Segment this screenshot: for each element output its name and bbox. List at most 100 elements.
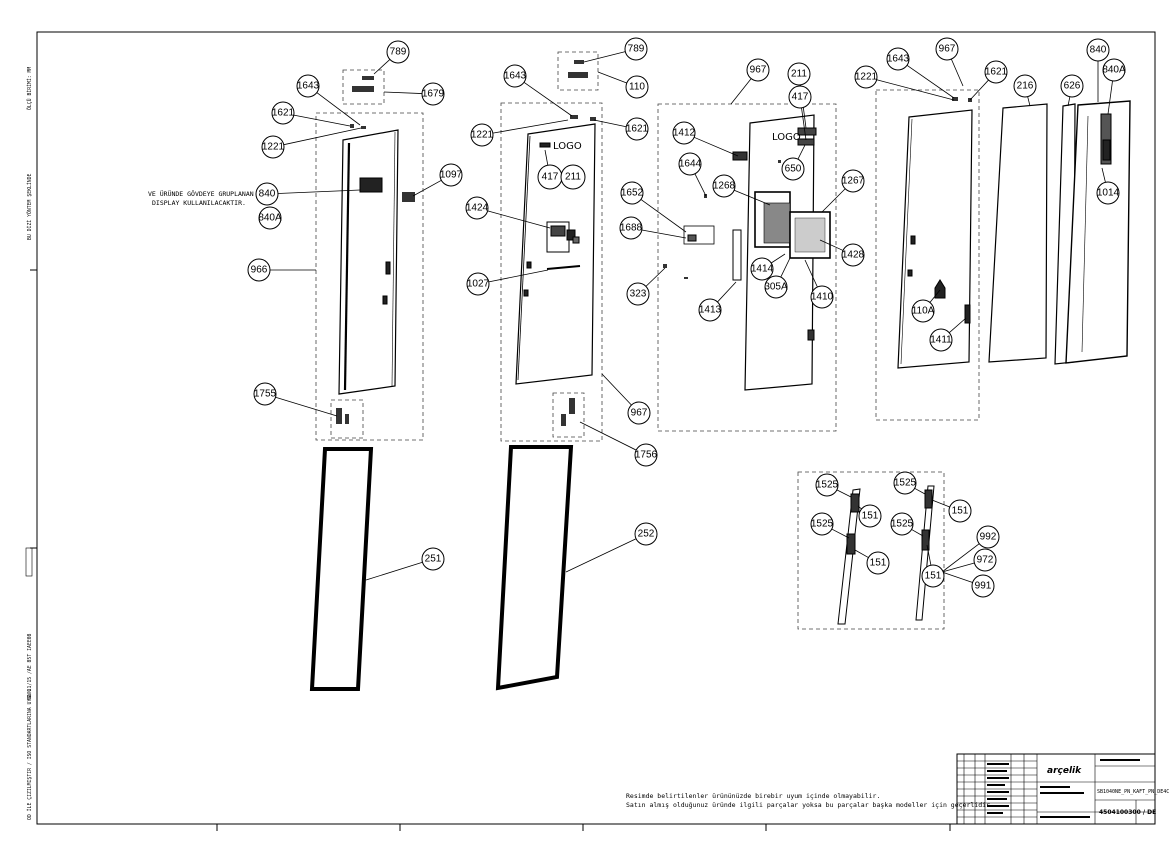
leader-line [601,373,632,406]
side-label: OD İLE ÇIZILMIŞTIR / ISO STANDARTLARINA … [26,690,33,820]
callout-circle [634,522,658,546]
callout-circle [788,85,812,109]
callout-circle [712,174,736,198]
callout-circle [503,64,527,88]
callout-circle [255,182,279,206]
callout-991: 991 [971,574,995,598]
callout-label: 1414 [751,264,774,275]
leader-line [583,51,626,63]
leader-line [914,487,926,495]
callout-323: 323 [626,282,650,306]
door-panel-dispenser [683,114,831,391]
logo-label: LOGO [772,132,801,143]
callout-label: 323 [630,289,647,300]
brand-logo: arçelik [1047,766,1082,776]
callout-1221: 1221 [261,135,285,159]
leader-line [293,114,351,127]
callout-label: 992 [980,532,997,543]
leader-line [487,210,551,229]
small-parts-d [952,97,972,102]
callout-circle [625,117,649,141]
callout-216: 216 [1013,74,1037,98]
callout-972: 972 [973,548,997,572]
callout-circle [815,473,839,497]
callout-circle [810,285,834,309]
callout-label: 840A [258,213,282,224]
display-note: DISPLAY KULLANILACAKTIR. [152,199,246,207]
callout-circle [625,75,649,99]
callout-circle [258,206,282,230]
callout-label: 151 [862,511,879,522]
leader-line [857,505,862,510]
leader-line [931,499,950,508]
callout-1688: 1688 [619,216,643,240]
title-block [956,753,1156,825]
callout-1411: 1411 [929,328,953,352]
callout-label: 626 [1064,81,1081,92]
callout-label: 966 [251,265,268,276]
callout-label: 211 [791,69,807,80]
callout-label: 110A [912,306,935,317]
bottom-note: Satın almış olduğunuz üründe ilgili parç… [626,801,994,809]
leader-line [717,281,737,303]
callout-circle [470,123,494,147]
callout-1221: 1221 [470,123,494,147]
leader-line [597,71,627,84]
callout-626: 626 [1060,74,1084,98]
callout-circle [421,82,445,106]
side-labels: BU DİZİ YÖNTEM ŞEKLİNDE ÖLÇÜ BİRİMİ: MM … [25,67,33,820]
callout-label: 151 [870,558,887,569]
callout-label: 417 [542,172,559,183]
callout-label: 1621 [985,67,1008,78]
callout-circle [620,181,644,205]
callout-label: 1027 [467,279,490,290]
callout-label: 967 [750,65,767,76]
callout-1428: 1428 [841,243,865,267]
callout-label: 789 [628,44,645,55]
leader-line [1101,167,1106,183]
callout-417: 417 [788,85,812,109]
callout-1643: 1643 [296,74,320,98]
callout-label: 1621 [626,124,649,135]
callout-circle [421,547,445,571]
callout-label: 1412 [673,128,696,139]
callout-label: 1413 [699,305,722,316]
callout-circle [253,382,277,406]
side-label-box [25,547,33,577]
callout-1027: 1027 [466,272,490,296]
leader-line [1027,96,1031,107]
callout-967: 967 [627,401,651,425]
callout-252: 252 [634,522,658,546]
callout-650: 650 [781,157,805,181]
model-name: SB1040NE_PN_KAFT_PN_DE4C [1097,789,1169,795]
callout-967: 967 [935,37,959,61]
side-label: OD 11/15 /AE 85T IAEE08 [27,633,33,700]
callout-1525: 1525 [810,512,834,536]
callout-circle [466,272,490,296]
callout-label: 991 [975,581,992,592]
callout-label: 1221 [471,130,494,141]
callout-circle [698,298,722,322]
leader-line [523,81,573,117]
leader-line [641,229,687,239]
leader-line [780,257,791,278]
leader-line [1107,80,1113,115]
callout-1525: 1525 [890,512,914,536]
group-e-dashed-frame [797,471,945,630]
callout-circle [296,74,320,98]
callout-966: 966 [247,258,271,282]
callout-1525: 1525 [893,471,917,495]
callout-label: 251 [425,554,442,565]
callout-label: 417 [792,92,809,103]
callout-label: 1410 [811,292,834,303]
callout-1268: 1268 [712,174,736,198]
callout-151: 151 [948,499,972,523]
callout-1221: 1221 [854,65,878,89]
callout-305a: 305A [764,275,788,299]
callout-label: 967 [939,44,956,55]
callout-circle [984,60,1008,84]
callout-840: 840 [1086,38,1110,62]
callout-circle [810,512,834,536]
callout-1621: 1621 [625,117,649,141]
